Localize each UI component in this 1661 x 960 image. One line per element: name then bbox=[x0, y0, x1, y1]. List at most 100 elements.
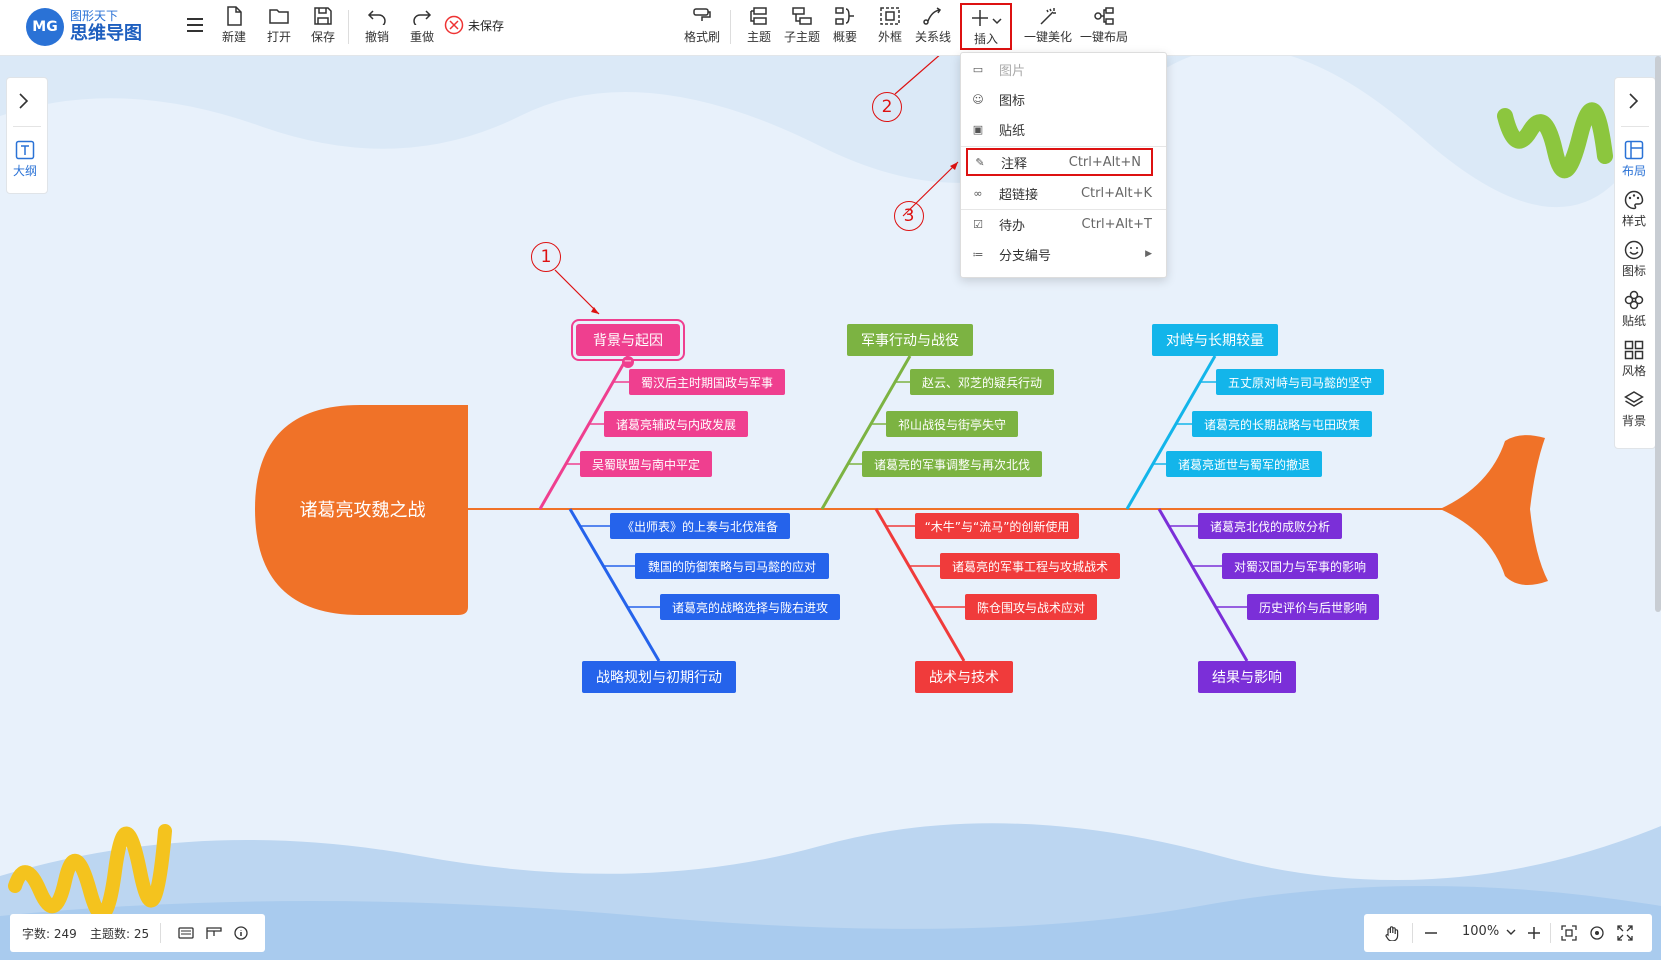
subtopic[interactable]: “木牛”与“流马”的创新使用 bbox=[915, 513, 1079, 539]
background-button[interactable]: 背景 bbox=[1622, 390, 1646, 429]
flower-icon bbox=[1624, 290, 1644, 310]
theme-button[interactable]: 风格 bbox=[1622, 340, 1646, 379]
subtopic[interactable]: 诸葛亮的战略选择与陇右进攻 bbox=[660, 594, 840, 620]
chevron-down-icon bbox=[991, 18, 1002, 25]
logo-mark: MG bbox=[26, 8, 64, 46]
subtopic[interactable]: 诸葛亮的军事工程与攻城战术 bbox=[940, 553, 1120, 579]
app-logo: MG 图形天下 思维导图 bbox=[26, 8, 142, 46]
main-menu-button[interactable] bbox=[185, 16, 205, 58]
subtopic[interactable]: 诸葛亮的军事调整与再次北伐 bbox=[862, 451, 1042, 477]
main-topic-1[interactable]: 背景与起因 bbox=[571, 319, 685, 361]
info-icon[interactable] bbox=[234, 926, 248, 940]
subtopic[interactable]: 陈仓围攻与战术应对 bbox=[965, 594, 1097, 620]
subtopic[interactable]: 诸葛亮逝世与蜀军的撤退 bbox=[1166, 451, 1322, 477]
expand-right-panel-button[interactable] bbox=[1627, 92, 1641, 110]
boundary-button[interactable]: 外框 bbox=[878, 6, 902, 48]
central-topic[interactable]: 诸葛亮攻魏之战 bbox=[299, 500, 426, 521]
undo-button[interactable]: 撤销 bbox=[365, 6, 389, 48]
summary-button[interactable]: 概要 bbox=[833, 6, 857, 48]
redo-icon bbox=[413, 10, 432, 25]
subtopic[interactable]: 历史评价与后世影响 bbox=[1247, 594, 1379, 620]
main-topic-3[interactable]: 对峙与长期较量 bbox=[1152, 324, 1278, 356]
expand-left-panel-button[interactable] bbox=[17, 92, 31, 110]
hand-pan-icon[interactable] bbox=[1384, 925, 1400, 941]
beautify-button[interactable]: 一键美化 bbox=[1024, 6, 1072, 48]
subtopic[interactable]: 对蜀汉国力与军事的影响 bbox=[1222, 553, 1378, 579]
subtopic[interactable]: 蜀汉后主时期国政与军事 bbox=[629, 369, 785, 395]
menu-item-branch-number[interactable]: ≔ 分支编号 ▶ bbox=[961, 240, 1166, 268]
status-bar: 字数: 249 主题数: 25 bbox=[10, 914, 265, 952]
fit-screen-icon[interactable] bbox=[1561, 925, 1577, 941]
insert-label: 插入 bbox=[973, 32, 998, 46]
sticker-icon: ▣ bbox=[972, 122, 984, 136]
numbered-list-icon: ≔ bbox=[972, 247, 984, 261]
subtopic[interactable]: 诸葛亮辅政与内政发展 bbox=[604, 411, 748, 437]
layout-button[interactable]: 布局 bbox=[1622, 140, 1646, 179]
subtopic[interactable]: 诸葛亮的长期战略与屯田政策 bbox=[1192, 411, 1372, 437]
unsaved-error-icon bbox=[444, 15, 464, 35]
boundary-label: 外框 bbox=[878, 30, 903, 44]
note-shortcut: Ctrl+Alt+N bbox=[1068, 154, 1141, 170]
vertical-scrollbar[interactable] bbox=[1655, 56, 1661, 612]
auto-layout-button[interactable]: 一键布局 bbox=[1080, 6, 1128, 48]
subtopic[interactable]: 五丈原对峙与司马懿的坚守 bbox=[1216, 369, 1384, 395]
menu-item-note[interactable]: ✎ 注释 Ctrl+Alt+N bbox=[966, 148, 1153, 176]
locate-center-icon[interactable] bbox=[1589, 925, 1605, 941]
menu-item-todo[interactable]: ☑ 待办 Ctrl+Alt+T bbox=[961, 210, 1166, 238]
keyboard-icon[interactable] bbox=[178, 926, 194, 940]
outline-button[interactable]: 大纲 bbox=[13, 140, 37, 179]
status-divider bbox=[160, 923, 161, 943]
subtopic[interactable]: 诸葛亮北伐的成败分析 bbox=[1198, 513, 1342, 539]
hyperlink-shortcut: Ctrl+Alt+K bbox=[1080, 185, 1152, 201]
topic-button[interactable]: 主题 bbox=[747, 6, 771, 48]
zoom-divider bbox=[1550, 923, 1551, 943]
style-button[interactable]: 样式 bbox=[1622, 190, 1646, 229]
boundary-icon bbox=[880, 7, 900, 25]
main-topic-4[interactable]: 战略规划与初期行动 bbox=[582, 661, 736, 693]
insert-button[interactable]: 插入 bbox=[960, 3, 1012, 50]
sticker-panel-button[interactable]: 贴纸 bbox=[1622, 290, 1646, 329]
menu-item-todo-label: 待办 bbox=[999, 218, 1026, 234]
main-topic-2[interactable]: 军事行动与战役 bbox=[847, 324, 973, 356]
relation-line-button[interactable]: 关系线 bbox=[915, 6, 951, 48]
main-topic-5[interactable]: 战术与技术 bbox=[915, 661, 1013, 693]
new-button[interactable]: 新建 bbox=[222, 6, 246, 48]
menu-item-icon[interactable]: ☺ 图标 bbox=[961, 85, 1166, 113]
menu-item-sticker[interactable]: ▣ 贴纸 bbox=[961, 115, 1166, 143]
left-panel: 大纲 bbox=[6, 77, 48, 194]
auto-layout-label: 一键布局 bbox=[1080, 30, 1129, 44]
menu-item-image-label: 图片 bbox=[999, 63, 1026, 79]
subtopic-button[interactable]: 子主题 bbox=[784, 6, 820, 48]
open-button[interactable]: 打开 bbox=[267, 6, 291, 48]
icon-panel-button[interactable]: 图标 bbox=[1622, 240, 1646, 279]
subtopic[interactable]: 祁山战役与街亭失守 bbox=[886, 411, 1018, 437]
topic-icon bbox=[750, 7, 767, 25]
menu-item-note-label: 注释 bbox=[1001, 156, 1028, 172]
format-painter-button[interactable]: 格式刷 bbox=[684, 6, 720, 48]
mindmap-canvas[interactable]: 诸葛亮攻魏之战 背景与起因蜀汉后主时期国政与军事诸葛亮辅政与内政发展吴蜀联盟与南中… bbox=[0, 56, 1661, 960]
subtopic[interactable]: 吴蜀联盟与南中平定 bbox=[580, 451, 712, 477]
save-button[interactable]: 保存 bbox=[311, 6, 335, 48]
collapse-toggle-icon[interactable]: − bbox=[622, 356, 634, 368]
layout-icon bbox=[1624, 140, 1644, 160]
redo-button[interactable]: 重做 bbox=[410, 6, 434, 48]
minimap-icon[interactable] bbox=[206, 926, 222, 940]
smiley-icon bbox=[1624, 240, 1644, 260]
subtopic[interactable]: 魏国的防御策略与司马懿的应对 bbox=[635, 553, 829, 579]
zoom-level[interactable]: 100% bbox=[1462, 924, 1500, 939]
unsaved-status: 未保存 bbox=[444, 15, 504, 35]
summary-label: 概要 bbox=[833, 30, 858, 44]
zoom-out-icon[interactable] bbox=[1424, 926, 1438, 940]
fullscreen-icon[interactable] bbox=[1617, 925, 1633, 941]
layout-tree-icon bbox=[1094, 7, 1114, 25]
menu-item-image[interactable]: ▭ 图片 bbox=[961, 55, 1166, 83]
menu-item-hyperlink-label: 超链接 bbox=[999, 187, 1039, 203]
menu-item-hyperlink[interactable]: ∞ 超链接 Ctrl+Alt+K bbox=[961, 179, 1166, 207]
chevron-down-icon[interactable] bbox=[1506, 929, 1516, 937]
zoom-in-icon[interactable] bbox=[1527, 926, 1541, 940]
save-icon bbox=[314, 7, 332, 25]
folder-icon bbox=[269, 9, 289, 24]
main-topic-6[interactable]: 结果与影响 bbox=[1198, 661, 1296, 693]
subtopic[interactable]: 赵云、邓芝的疑兵行动 bbox=[910, 369, 1054, 395]
subtopic[interactable]: 《出师表》的上奏与北伐准备 bbox=[610, 513, 790, 539]
